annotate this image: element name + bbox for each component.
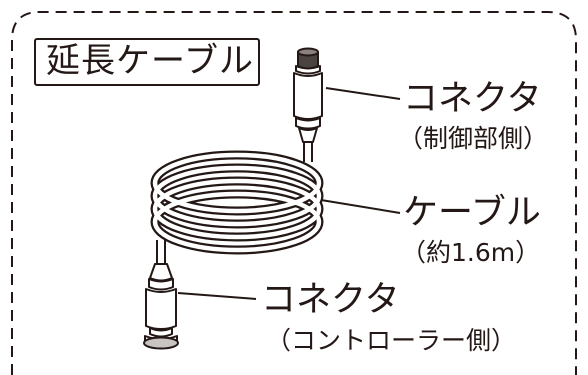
cable-coil bbox=[150, 150, 324, 255]
label-connector-top-note: （制御部側） bbox=[398, 124, 549, 153]
leader-line-connector-bottom bbox=[177, 292, 257, 300]
leader-lines bbox=[177, 87, 401, 300]
label-connector-bottom-note: （コントローラー側） bbox=[266, 326, 517, 355]
leader-line-connector-top bbox=[325, 87, 401, 100]
top-connector-illustration bbox=[293, 47, 323, 143]
label-connector-bottom: コネクタ bbox=[261, 280, 400, 320]
label-cable: ケーブル bbox=[403, 193, 541, 233]
dashed-frame bbox=[11, 11, 577, 375]
label-cable-note: （約1.6m） bbox=[401, 238, 541, 267]
label-connector-top: コネクタ bbox=[403, 79, 542, 119]
leader-line-cable bbox=[320, 199, 401, 214]
diagram-title: 延長ケーブル bbox=[46, 41, 254, 81]
cable-segment-lower bbox=[156, 240, 166, 264]
bottom-connector-illustration bbox=[143, 263, 179, 350]
title-box bbox=[34, 38, 260, 86]
cable-segment-upper bbox=[303, 142, 313, 162]
